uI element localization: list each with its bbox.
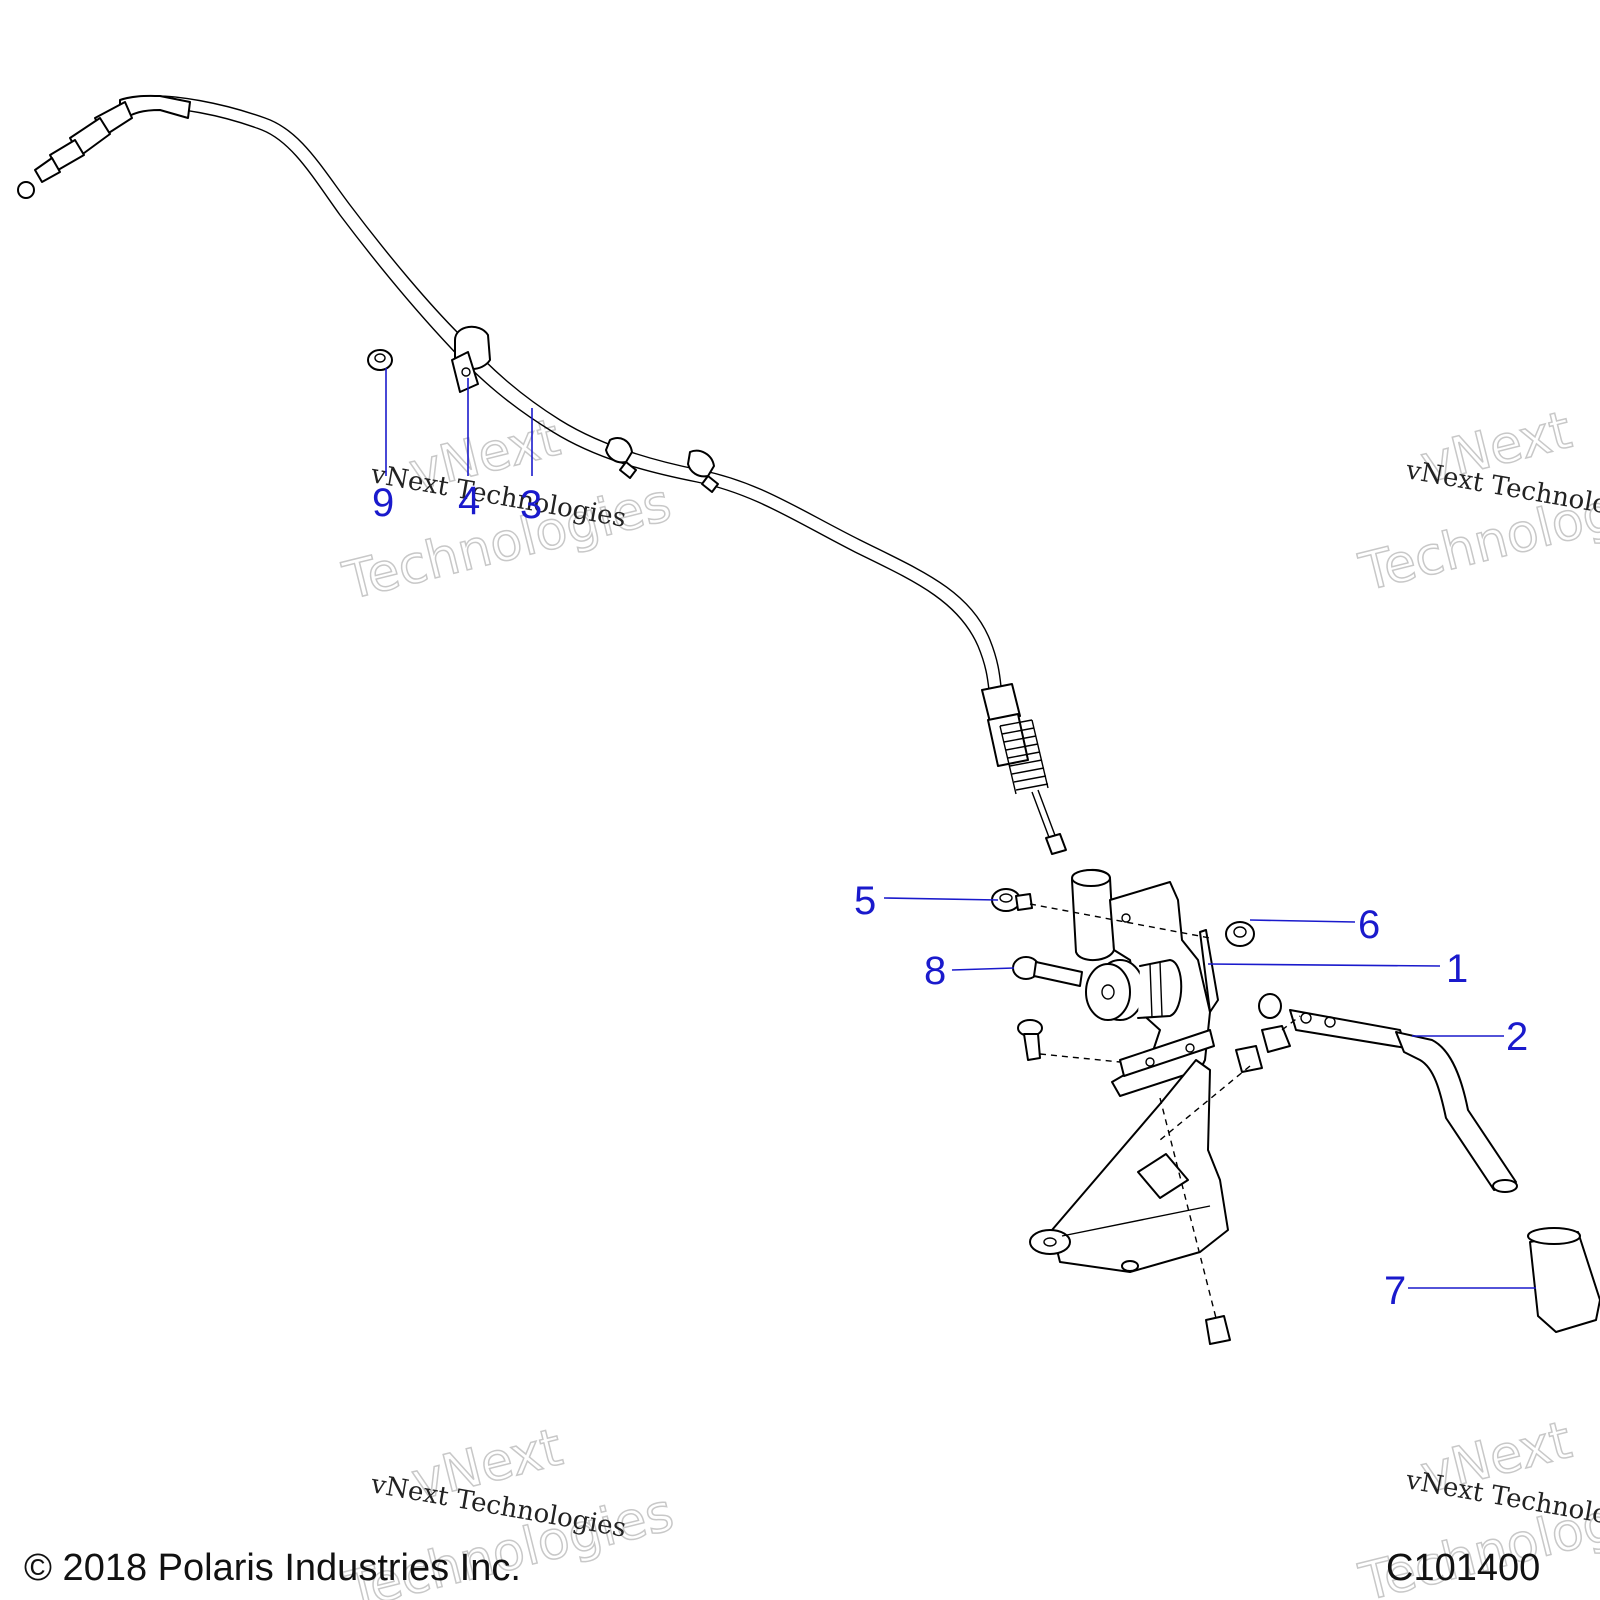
callout-9: 9	[372, 481, 394, 525]
callout-6: 6	[1358, 903, 1380, 947]
brake-cable	[17, 94, 1067, 855]
callout-1: 1	[1446, 947, 1468, 991]
callout-3: 3	[520, 483, 542, 527]
callout-5: 5	[854, 879, 876, 923]
assembly-lines	[1029, 903, 1301, 1319]
leader-5	[883, 897, 999, 901]
part-5-bolt	[991, 888, 1033, 912]
callout-8: 8	[924, 949, 946, 993]
pedal-bushing-1	[1258, 993, 1282, 1019]
pedal-bushing-3	[1235, 1045, 1263, 1073]
callout-7: 7	[1384, 1269, 1406, 1313]
callout-4: 4	[458, 479, 480, 523]
part-6-nut	[1225, 921, 1255, 947]
leader-6	[1249, 919, 1356, 923]
leader-8	[951, 967, 1015, 971]
leader-lines	[385, 368, 1536, 1289]
cable-spring	[999, 719, 1049, 795]
leader-1	[1207, 963, 1441, 967]
part-9-nut	[367, 349, 393, 371]
bracket-bolt	[1017, 1019, 1043, 1061]
lower-nut	[1205, 1315, 1231, 1345]
copyright-text: © 2018 Polaris Industries Inc.	[24, 1547, 521, 1589]
part-8-bolt	[1012, 956, 1083, 987]
part-2-pedal-arm	[1289, 1009, 1518, 1193]
part-1-bracket-assembly	[1071, 869, 1219, 1097]
callout-2: 2	[1506, 1015, 1528, 1059]
pedal-bushing-2	[1261, 1025, 1291, 1053]
diagram-code: C101400	[1386, 1547, 1540, 1589]
part-7-pedal-pad	[1527, 1227, 1600, 1333]
lower-mount-plate	[1029, 1059, 1229, 1273]
